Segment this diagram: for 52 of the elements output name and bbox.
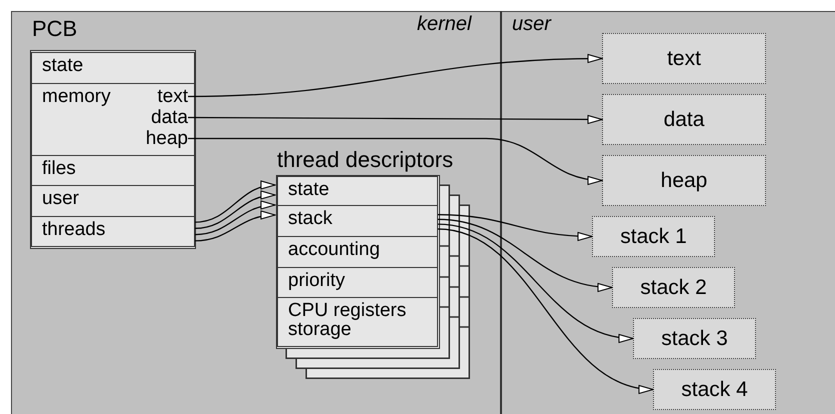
region-label: stack 4 [681, 378, 748, 402]
region-label: stack 3 [661, 326, 728, 350]
region-label: stack 1 [620, 224, 687, 248]
table-row [277, 205, 438, 237]
row-label: priority [288, 271, 346, 291]
arrow [188, 54, 602, 98]
row-label: user [42, 189, 79, 209]
table-row [31, 52, 195, 84]
arrow [194, 211, 276, 242]
arrow [438, 224, 634, 342]
memory-region-box [602, 94, 766, 145]
row-label: stack [288, 209, 332, 229]
arrow [438, 214, 592, 241]
memory-region-box [602, 33, 766, 84]
region-label: stack 2 [640, 276, 707, 300]
row-label: accounting [288, 240, 380, 260]
table-row [277, 176, 438, 206]
row-label: threads [42, 220, 106, 240]
row-label: memory [42, 87, 111, 107]
region-label: data [664, 108, 704, 132]
row-label: files [42, 159, 76, 179]
memory-region-box [592, 216, 715, 257]
arrow [188, 138, 602, 184]
table-title: thread descriptors [277, 148, 454, 172]
memory-region-box [612, 267, 735, 308]
row-label: CPU registers storage [288, 301, 408, 339]
field-label: heap [146, 128, 188, 149]
row-label: state [288, 180, 330, 200]
row-label: state [42, 56, 84, 76]
table-row [31, 155, 195, 186]
arrow [438, 218, 612, 291]
table-row [277, 236, 438, 268]
region-label: text [667, 46, 701, 70]
region-caption: user [512, 13, 551, 36]
memory-region-box [602, 155, 766, 206]
table-row [277, 297, 438, 347]
field-label: data [151, 107, 188, 128]
memory-region-box [653, 369, 776, 410]
region-caption: kernel [417, 13, 472, 36]
table-row [31, 216, 195, 247]
arrow [188, 114, 602, 124]
table-title: PCB [32, 17, 78, 41]
memory-region-box [633, 318, 756, 359]
arrow [194, 182, 276, 223]
table-row [31, 83, 195, 156]
table-row [31, 185, 195, 217]
arrow [194, 192, 276, 229]
table-row [277, 267, 438, 298]
region-label: heap [660, 168, 708, 192]
arrow [438, 228, 654, 392]
arrow [194, 201, 276, 236]
field-label: text [157, 86, 188, 107]
